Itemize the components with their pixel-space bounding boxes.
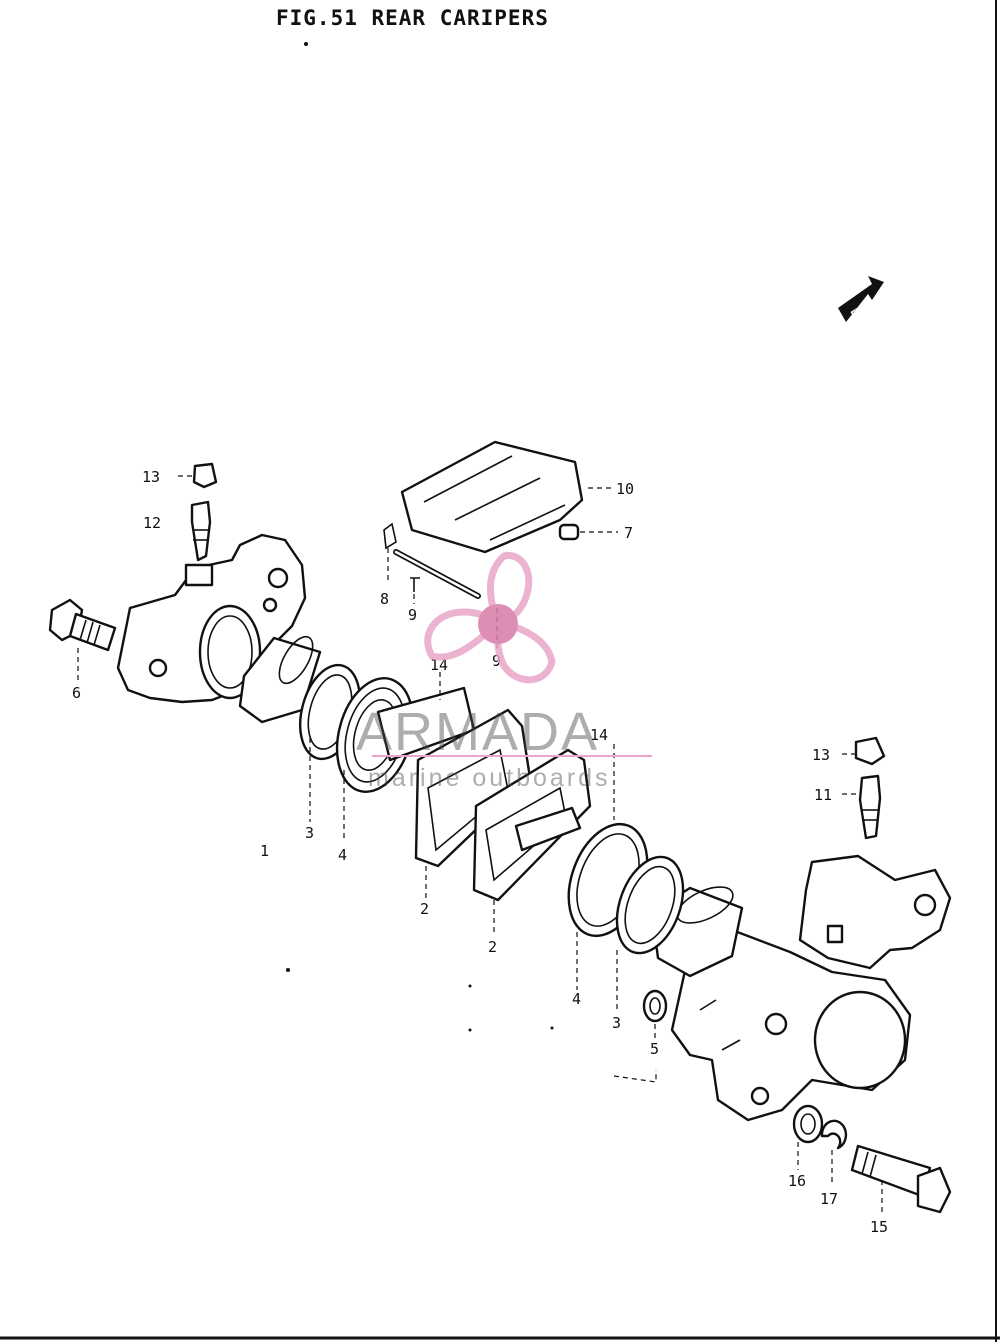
callout-2-left: 2 (420, 900, 429, 918)
pad-pin-plug (558, 523, 580, 541)
callout-12: 12 (143, 514, 161, 532)
callout-6: 6 (72, 684, 81, 702)
callout-16: 16 (788, 1172, 806, 1190)
washer-16 (792, 1104, 824, 1144)
callout-8: 8 (380, 590, 389, 608)
callout-17: 17 (820, 1190, 838, 1208)
figure-title: FIG.51 REAR CARIPERS (276, 6, 549, 30)
callout-7: 7 (624, 524, 633, 542)
pad-spring (400, 440, 584, 554)
callout-14-right: 14 (590, 726, 608, 744)
callout-2-right: 2 (488, 938, 497, 956)
left-caliper-bolt (48, 598, 117, 652)
armada-watermark: ARMADA marine outboards (356, 552, 652, 792)
right-bleeder-cap (854, 736, 886, 766)
callout-1: 1 (260, 842, 269, 860)
watermark-brand: ARMADA (356, 702, 599, 762)
pad-pin-clip (383, 522, 397, 550)
callout-4-right: 4 (572, 990, 581, 1008)
right-caliper-bolt (850, 1144, 952, 1214)
left-bleeder-valve (190, 500, 212, 562)
callout-11: 11 (814, 786, 832, 804)
callout-10: 10 (616, 480, 634, 498)
pad-pin (393, 549, 481, 599)
callout-14-left: 14 (430, 656, 448, 674)
pad-shim-right (514, 806, 582, 852)
scan-speck (550, 1026, 554, 1030)
callout-9: 9 (408, 606, 417, 624)
scan-speck (286, 968, 290, 972)
callout-15: 15 (870, 1218, 888, 1236)
scan-speck (304, 42, 308, 46)
callout-13-right: 13 (812, 746, 830, 764)
left-bleeder-cap (192, 462, 218, 489)
right-caliper-washer (642, 989, 668, 1023)
right-caliper-body (670, 928, 912, 1122)
right-piston-seal (615, 855, 685, 955)
watermark-tagline: marine outboards (368, 764, 611, 792)
washer-17 (820, 1119, 848, 1150)
right-bleeder-valve (858, 774, 882, 840)
pad-cotter-pin (410, 577, 420, 592)
scan-speck (468, 1028, 472, 1032)
right-caliper-bracket (798, 854, 952, 970)
callout-3-right: 3 (612, 1014, 621, 1032)
callout-13-left: 13 (142, 468, 160, 486)
callout-3-left: 3 (305, 824, 314, 842)
callout-9-pin: 9 (492, 652, 501, 670)
callout-4-left: 4 (338, 846, 347, 864)
scan-speck (468, 984, 472, 988)
fwd-arrow-icon: FWD (838, 276, 884, 322)
propeller-logo-icon (424, 552, 556, 684)
callout-5: 5 (650, 1040, 659, 1058)
